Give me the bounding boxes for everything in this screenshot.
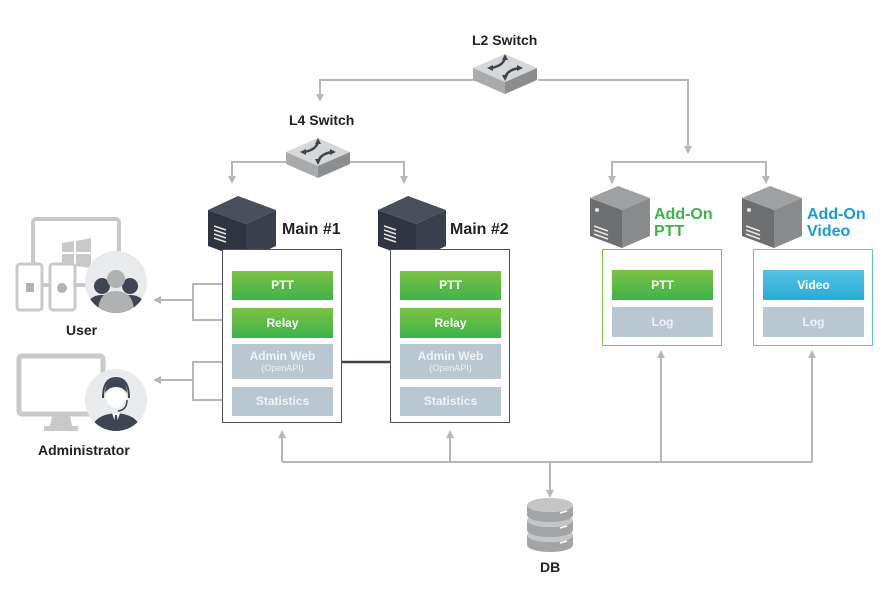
l2-switch-icon <box>471 52 539 96</box>
main2-title: Main #2 <box>450 221 509 238</box>
module-label: PTT <box>651 277 674 292</box>
module-sublabel: (OpenAPI) <box>429 362 472 373</box>
module-label: Log <box>651 314 674 329</box>
main1-module-box: PTT Relay Admin Web(OpenAPI) Statistics <box>222 249 342 423</box>
module-label: PTT <box>439 278 462 292</box>
connector-user-to-main1 <box>153 280 230 324</box>
addon-ptt-title-line1: Add-On <box>654 206 713 223</box>
l4-switch-icon <box>284 136 352 180</box>
db-icon <box>527 498 573 552</box>
addon-video-log-module: Log <box>763 307 864 337</box>
module-label: PTT <box>271 278 294 292</box>
module-label: Relay <box>266 315 299 330</box>
connector-admin-to-main1 <box>153 358 230 404</box>
addon-video-title-line2: Video <box>807 223 851 240</box>
module-label: Relay <box>434 315 467 330</box>
main1-statistics-module: Statistics <box>232 387 333 416</box>
module-sublabel: (OpenAPI) <box>261 362 304 373</box>
main1-ptt-module: PTT <box>232 271 333 300</box>
module-label: Admin Web <box>249 348 316 363</box>
addon-video-module-box: Video Log <box>753 249 873 346</box>
addon-ptt-server-icon <box>589 185 651 249</box>
l4-switch-label: L4 Switch <box>289 112 355 128</box>
user-label: User <box>66 322 98 338</box>
admin-avatar-icon <box>85 369 147 431</box>
addon-ptt-module-box: PTT Log <box>602 249 722 346</box>
main2-statistics-module: Statistics <box>400 387 501 416</box>
l2-switch-label: L2 Switch <box>472 32 538 48</box>
connector-db-bus <box>278 350 816 498</box>
module-label: Statistics <box>423 394 478 408</box>
addon-ptt-ptt-module: PTT <box>612 270 713 300</box>
addon-video-title: Add-On Video <box>807 206 866 240</box>
main1-admin-web-module: Admin Web(OpenAPI) <box>232 344 333 379</box>
addon-ptt-title-line2: PTT <box>654 223 685 240</box>
main2-ptt-module: PTT <box>400 271 501 300</box>
main1-title: Main #1 <box>282 221 341 238</box>
module-label: Video <box>797 277 830 292</box>
connector-l2-to-l4 <box>316 79 475 102</box>
addon-ptt-title: Add-On PTT <box>654 206 713 240</box>
addon-video-server-icon <box>741 185 803 249</box>
connector-l2-to-addons <box>538 79 770 184</box>
connector-l4-to-mains <box>228 161 408 184</box>
addon-ptt-log-module: Log <box>612 307 713 337</box>
main1-relay-module: Relay <box>232 308 333 338</box>
administrator-label: Administrator <box>38 442 130 458</box>
addon-video-video-module: Video <box>763 270 864 300</box>
main2-module-box: PTT Relay Admin Web(OpenAPI) Statistics <box>390 249 510 423</box>
db-label: DB <box>540 559 561 575</box>
addon-video-title-line1: Add-On <box>807 206 866 223</box>
user-avatar-icon <box>85 251 147 313</box>
module-label: Log <box>802 314 825 329</box>
module-label: Statistics <box>255 394 310 408</box>
main2-admin-web-module: Admin Web(OpenAPI) <box>400 344 501 379</box>
main2-relay-module: Relay <box>400 308 501 338</box>
module-label: Admin Web <box>417 348 484 363</box>
